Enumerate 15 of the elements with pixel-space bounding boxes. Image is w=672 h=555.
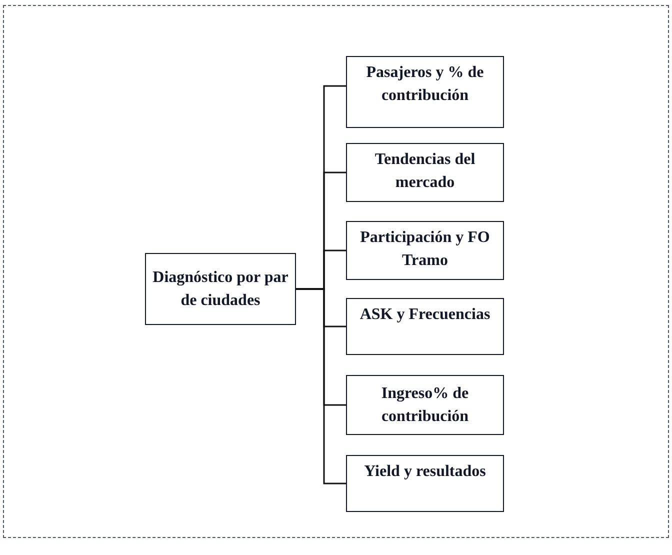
process-box bbox=[346, 455, 504, 512]
box-label: Tendencias del mercado bbox=[374, 150, 476, 194]
box-label: Participación y FO Tramo bbox=[359, 228, 491, 272]
box-label: ASK y Frecuencias bbox=[360, 305, 490, 325]
process-box bbox=[346, 298, 504, 355]
process-box bbox=[346, 143, 504, 202]
box-label: Diagnóstico por par de ciudades bbox=[152, 268, 290, 311]
process-box bbox=[346, 56, 504, 128]
connector-line bbox=[296, 288, 346, 484]
box-label: Ingreso% de contribución bbox=[380, 384, 470, 427]
process-box bbox=[346, 221, 504, 280]
box-label: Yield y resultados bbox=[364, 462, 486, 482]
box-label: Pasajeros y % de contribución bbox=[365, 63, 485, 106]
process-box bbox=[145, 253, 296, 325]
process-box bbox=[346, 375, 504, 435]
